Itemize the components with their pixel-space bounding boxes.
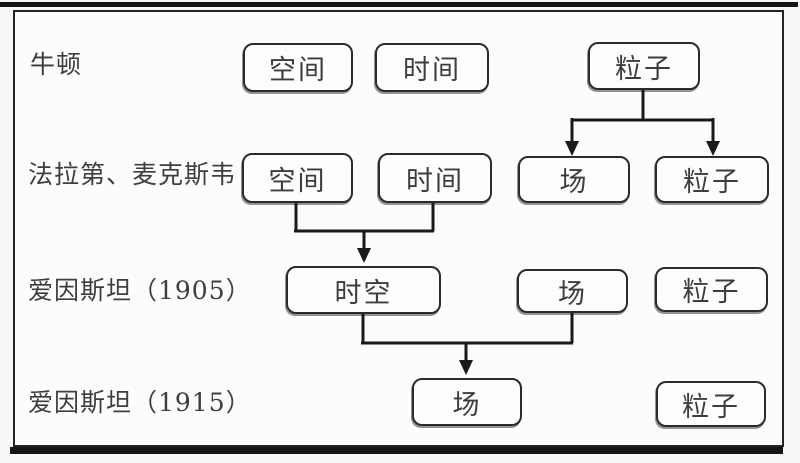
- era-label-newton: 牛顿: [30, 50, 83, 79]
- era-label-einstein-1915: 爱因斯坦（1915）: [28, 388, 252, 417]
- node-faraday-particle: 粒子: [655, 156, 769, 203]
- node-einstein1905-particle: 粒子: [655, 267, 768, 312]
- node-einstein1915-field: 场: [412, 378, 522, 426]
- node-faraday-space: 空间: [242, 153, 353, 203]
- node-faraday-time: 时间: [378, 153, 492, 203]
- node-einstein1905-spacetime: 时空: [286, 266, 441, 314]
- node-einstein1915-particle: 粒子: [656, 381, 766, 427]
- node-newton-particle: 粒子: [588, 42, 700, 90]
- era-label-einstein-1905: 爱因斯坦（1905）: [28, 276, 252, 305]
- bottom-border-line: [10, 447, 783, 454]
- node-faraday-field: 场: [518, 156, 630, 203]
- top-border-line: [0, 2, 798, 7]
- node-newton-space: 空间: [243, 43, 353, 92]
- node-newton-time: 时间: [375, 43, 489, 92]
- era-label-faraday-maxwell: 法拉第、麦克斯韦: [28, 160, 237, 189]
- node-einstein1905-field: 场: [517, 269, 628, 313]
